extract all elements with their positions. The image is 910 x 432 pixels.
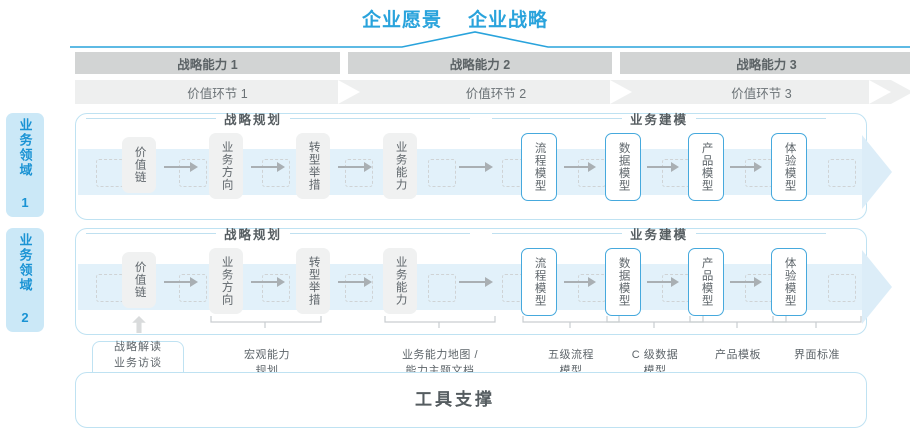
row-2-dash-placeholder	[428, 274, 456, 302]
value-band-1-label: 价值环节 1	[187, 86, 248, 101]
capability-band-3: 战略能力 3	[620, 52, 910, 74]
row-1-dash-placeholder	[828, 159, 856, 187]
node-process-model[interactable]: 流程模型	[521, 133, 557, 201]
flow-arrow	[338, 162, 372, 172]
flow-arrow	[647, 277, 679, 287]
row-2-flow-arrow-tip	[862, 250, 892, 324]
bracket-macro-capability	[210, 316, 322, 328]
node-experience-model[interactable]: 体验模型	[771, 248, 807, 316]
strategy-title: 企业战略	[468, 9, 549, 31]
node-experience-model-label: 体验模型	[783, 142, 796, 192]
bracket-ui-standard	[772, 316, 862, 328]
node-business-capability[interactable]: 业务能力	[383, 248, 417, 314]
row-1-section-modeling: 业务建模	[492, 111, 852, 127]
node-value-chain[interactable]: 价值链	[122, 252, 156, 308]
node-transformation-measures[interactable]: 转型举措	[296, 248, 330, 314]
node-business-capability-label: 业务能力	[394, 256, 407, 306]
domain-1-label: 业务领域 1	[17, 118, 33, 212]
flow-arrow	[338, 277, 372, 287]
capability-band-2-label: 战略能力 2	[449, 57, 511, 72]
node-experience-model[interactable]: 体验模型	[771, 133, 807, 201]
flow-arrow	[459, 277, 493, 287]
row-2-dash-placeholder	[345, 274, 373, 302]
row-1-dash-placeholder	[345, 159, 373, 187]
row-2-dash-placeholder	[179, 274, 207, 302]
value-band-2-label: 价值环节 2	[465, 86, 527, 101]
capability-band-1-label: 战略能力 1	[177, 57, 238, 72]
flow-arrow	[564, 277, 596, 287]
row-1-flow-arrow-tip	[862, 135, 892, 209]
flow-arrow	[164, 162, 198, 172]
node-data-model-label: 数据模型	[617, 257, 630, 307]
flow-arrow	[164, 277, 198, 287]
tool-support-title: 工具支撑	[415, 390, 495, 409]
flow-arrow	[251, 162, 285, 172]
flow-arrow	[730, 162, 762, 172]
domain-2-label: 业务领域 2	[17, 233, 33, 327]
row-1-dash-placeholder	[96, 159, 124, 187]
node-data-model[interactable]: 数据模型	[605, 248, 641, 316]
flow-arrow	[730, 277, 762, 287]
node-value-chain[interactable]: 价值链	[122, 137, 156, 193]
value-band-2: 价值环节 2	[360, 80, 654, 104]
node-business-capability-label: 业务能力	[394, 141, 407, 191]
node-business-direction[interactable]: 业务方向	[209, 248, 243, 314]
node-business-direction[interactable]: 业务方向	[209, 133, 243, 199]
capability-band-3-label: 战略能力 3	[736, 57, 797, 72]
flow-arrow	[647, 162, 679, 172]
value-band-3-label: 价值环节 3	[731, 86, 792, 101]
tool-caption-product-template: 产品模板	[715, 349, 761, 361]
node-business-capability[interactable]: 业务能力	[383, 133, 417, 199]
row-2-dash-placeholder	[828, 274, 856, 302]
row-2-section-strategy: 战略规划	[86, 226, 486, 242]
row-1-section-modeling-title: 业务建模	[630, 112, 689, 127]
tool-caption-ui-standard: 界面标准	[794, 349, 840, 361]
row-1-dash-placeholder	[262, 159, 290, 187]
node-value-chain-label: 价值链	[133, 261, 146, 299]
node-product-model[interactable]: 产品模型	[688, 133, 724, 201]
title-connector-line	[70, 31, 910, 48]
node-data-model-label: 数据模型	[617, 142, 630, 192]
vision-title: 企业愿景	[361, 9, 442, 31]
node-product-model-label: 产品模型	[700, 257, 713, 307]
row-2-section-modeling: 业务建模	[492, 226, 852, 242]
node-transformation-measures-label: 转型举措	[307, 141, 320, 191]
capability-band-2: 战略能力 2	[348, 52, 612, 74]
sidebar-item-domain-2[interactable]: 业务领域 2	[6, 228, 44, 332]
node-data-model[interactable]: 数据模型	[605, 133, 641, 201]
node-process-model-label: 流程模型	[533, 257, 546, 307]
flow-arrow	[251, 277, 285, 287]
node-product-model-label: 产品模型	[700, 142, 713, 192]
row-1-dash-placeholder	[179, 159, 207, 187]
row-2-section-strategy-title: 战略规划	[224, 227, 283, 242]
node-transformation-measures-label: 转型举措	[307, 256, 320, 306]
node-value-chain-label: 价值链	[133, 146, 146, 184]
node-process-model[interactable]: 流程模型	[521, 248, 557, 316]
sidebar-item-domain-1[interactable]: 业务领域 1	[6, 113, 44, 217]
row-2-dash-placeholder	[262, 274, 290, 302]
node-process-model-label: 流程模型	[533, 142, 546, 192]
flow-arrow	[564, 162, 596, 172]
node-business-direction-label: 业务方向	[220, 141, 233, 191]
diagram-title: 企业愿景 企业战略	[0, 4, 910, 32]
bracket-capability-map	[384, 316, 496, 328]
value-chain-band: 价值环节 1 价值环节 2 价值环节 3	[75, 80, 910, 104]
capability-band-1: 战略能力 1	[75, 52, 340, 74]
row-1-dash-placeholder	[428, 159, 456, 187]
node-product-model[interactable]: 产品模型	[688, 248, 724, 316]
row-1-section-strategy-title: 战略规划	[224, 112, 283, 127]
row-2-dash-placeholder	[96, 274, 124, 302]
tool-support-box	[75, 372, 867, 428]
value-band-3: 价值环节 3	[632, 80, 910, 104]
row-2-section-modeling-title: 业务建模	[630, 227, 689, 242]
flow-arrow	[459, 162, 493, 172]
value-band-1: 价值环节 1	[75, 80, 382, 104]
tool-support-up-arrow	[132, 316, 146, 333]
node-transformation-measures[interactable]: 转型举措	[296, 133, 330, 199]
node-business-direction-label: 业务方向	[220, 256, 233, 306]
row-1-section-strategy: 战略规划	[86, 111, 486, 127]
node-experience-model-label: 体验模型	[783, 257, 796, 307]
